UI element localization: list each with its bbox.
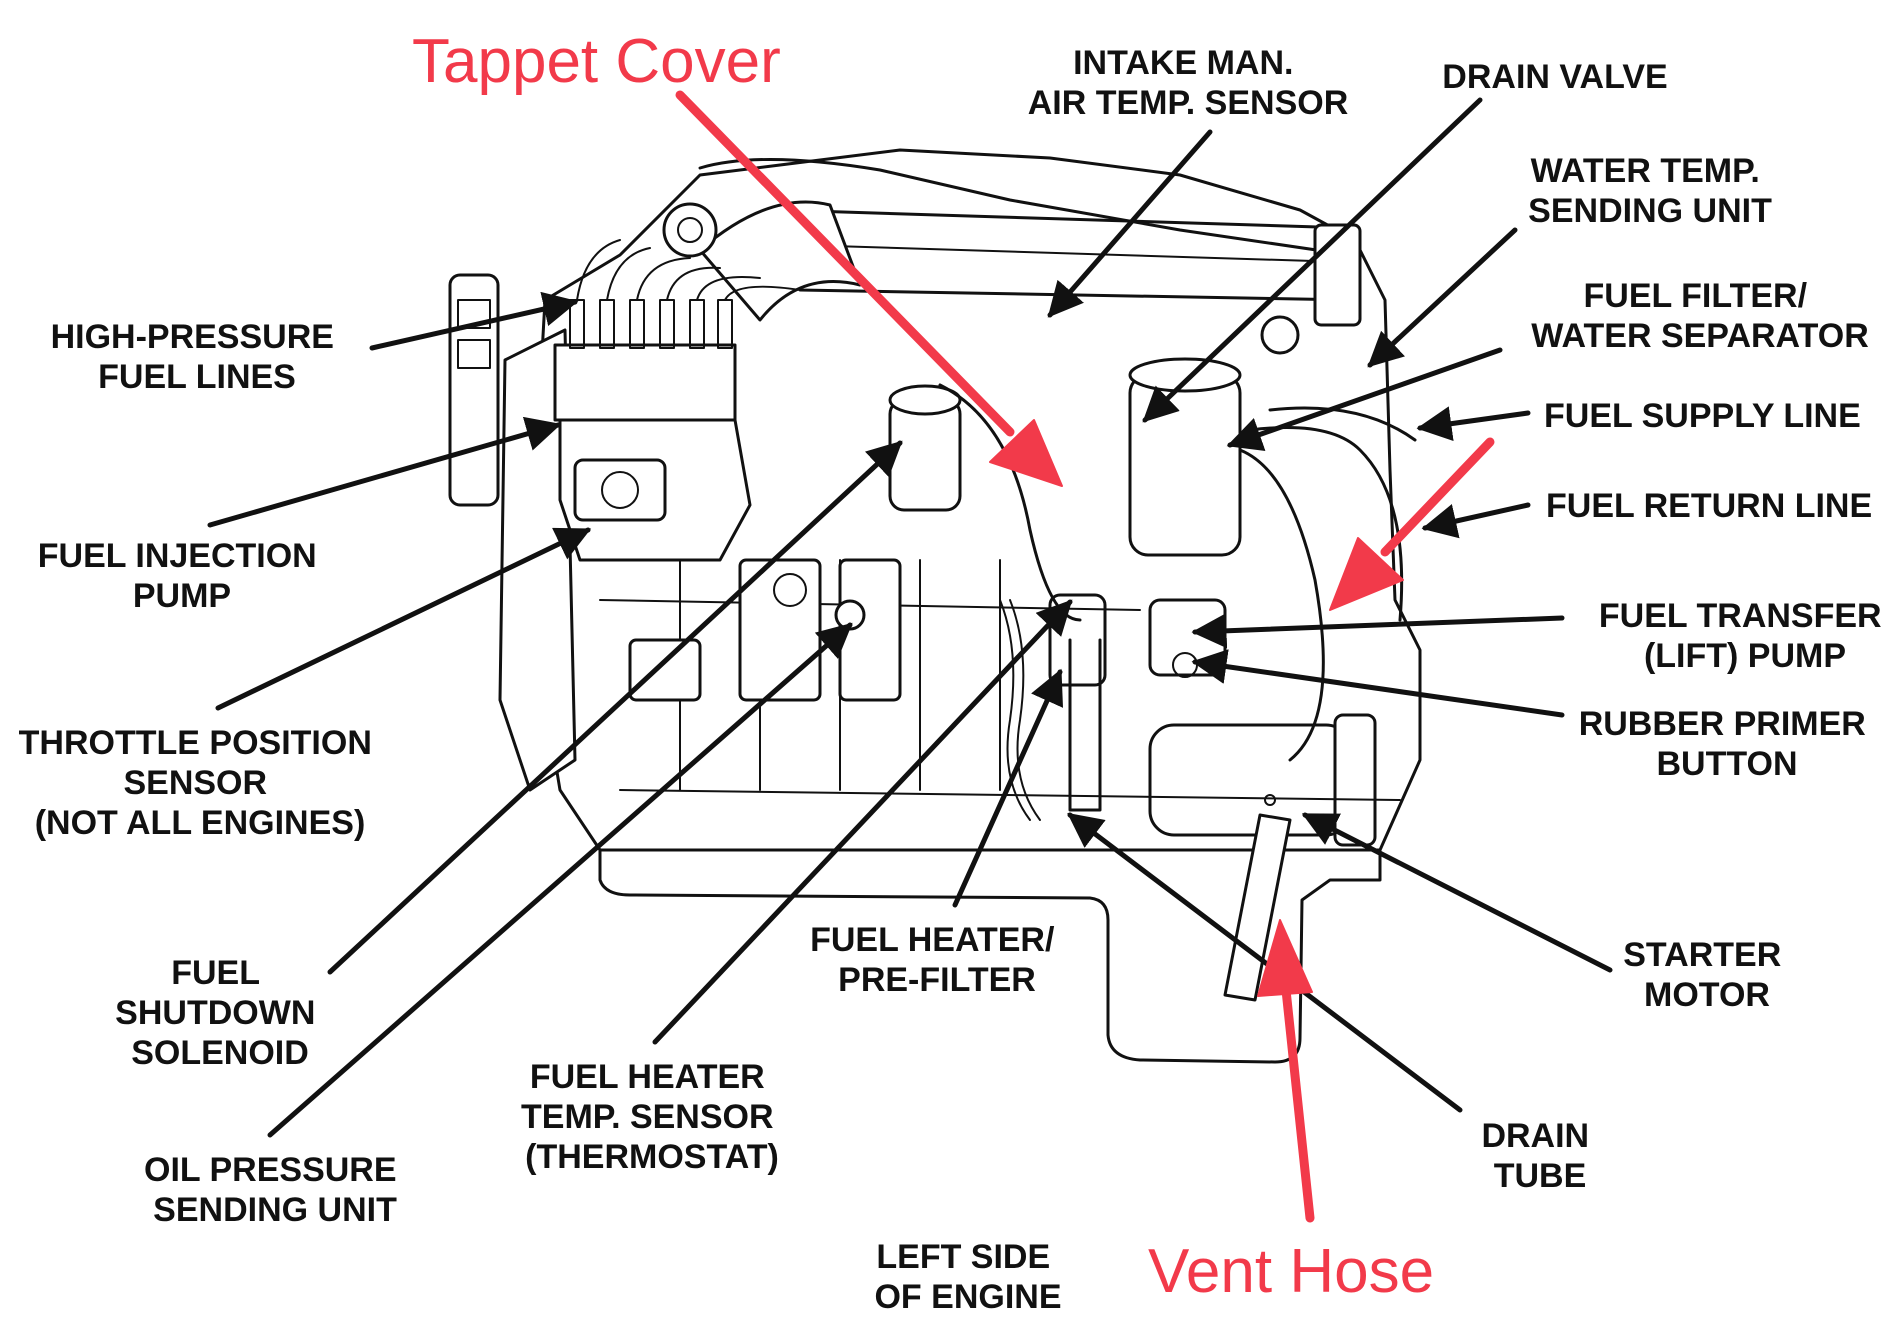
- label-drain-valve: DRAIN VALVE: [1442, 58, 1667, 96]
- label-oil-pressure: OIL PRESSURE SENDING UNIT: [144, 1151, 406, 1229]
- leader-fuel-supply: [1416, 406, 1531, 442]
- leader-intake-air-temp: [1047, 129, 1213, 318]
- annotation-arrows: [675, 90, 1495, 1223]
- label-fuel-heater-prefilter: FUEL HEATER/ PRE-FILTER: [810, 921, 1064, 999]
- leader-fuel-heater-prefilter: [952, 668, 1064, 908]
- leader-high-pressure: [369, 291, 579, 351]
- label-fuel-transfer: FUEL TRANSFER (LIFT) PUMP: [1599, 597, 1891, 675]
- leader-rubber-primer: [1191, 649, 1565, 718]
- vent-hose-arrow: [1257, 919, 1315, 1223]
- label-left-side: LEFT SIDE OF ENGINE: [874, 1238, 1061, 1316]
- leader-water-temp: [1367, 227, 1518, 368]
- leader-fuel-filter: [1226, 347, 1503, 452]
- shutdown-solenoid-body: [888, 398, 962, 512]
- label-fuel-return: FUEL RETURN LINE: [1546, 487, 1872, 525]
- component-labels: INTAKE MAN. AIR TEMP. SENSOR DRAIN VALVE…: [19, 44, 1891, 1316]
- label-starter-motor: STARTER MOTOR: [1623, 936, 1790, 1014]
- leader-oil-pressure: [267, 622, 853, 1138]
- tappet-cover-arrow: [675, 90, 1063, 487]
- starter-motor-body: [1148, 723, 1352, 837]
- leader-drain-valve: [1142, 97, 1483, 423]
- fuel-return-annotation-arrow: [1329, 437, 1495, 611]
- leader-lines: [207, 97, 1613, 1138]
- leader-fuel-shutdown: [327, 440, 903, 975]
- label-fuel-supply: FUEL SUPPLY LINE: [1544, 397, 1861, 435]
- label-fuel-heater-temp: FUEL HEATER TEMP. SENSOR (THERMOSTAT): [521, 1058, 783, 1176]
- annotation-tappet-cover: Tappet Cover: [412, 27, 781, 96]
- label-fuel-filter: FUEL FILTER/ WATER SEPARATOR: [1531, 277, 1869, 355]
- leader-injection-pump: [207, 416, 562, 528]
- label-intake-air-temp: INTAKE MAN. AIR TEMP. SENSOR: [1028, 44, 1349, 122]
- leader-drain-tube: [1067, 812, 1463, 1113]
- leader-starter-motor: [1301, 812, 1613, 973]
- label-water-temp: WATER TEMP. SENDING UNIT: [1528, 152, 1772, 230]
- label-throttle-position: THROTTLE POSITION SENSOR (NOT ALL ENGINE…: [19, 724, 382, 842]
- label-fuel-shutdown: FUEL SHUTDOWN SOLENOID: [115, 954, 325, 1072]
- label-high-pressure: HIGH-PRESSURE FUEL LINES: [51, 318, 344, 396]
- annotation-vent-hose: Vent Hose: [1148, 1237, 1434, 1306]
- label-rubber-primer: RUBBER PRIMER BUTTON: [1579, 705, 1876, 783]
- vent-hose-tube: [1223, 813, 1292, 1002]
- leader-throttle-position: [215, 527, 592, 711]
- injection-pump-body: [553, 343, 737, 422]
- label-drain-tube: DRAIN TUBE: [1481, 1117, 1598, 1195]
- fuel-filter-canister: [1128, 373, 1242, 557]
- label-injection-pump: FUEL INJECTION PUMP: [38, 537, 326, 615]
- leader-fuel-return: [1421, 502, 1531, 539]
- leader-fuel-transfer: [1191, 613, 1565, 649]
- leader-fuel-heater-temp: [652, 599, 1073, 1045]
